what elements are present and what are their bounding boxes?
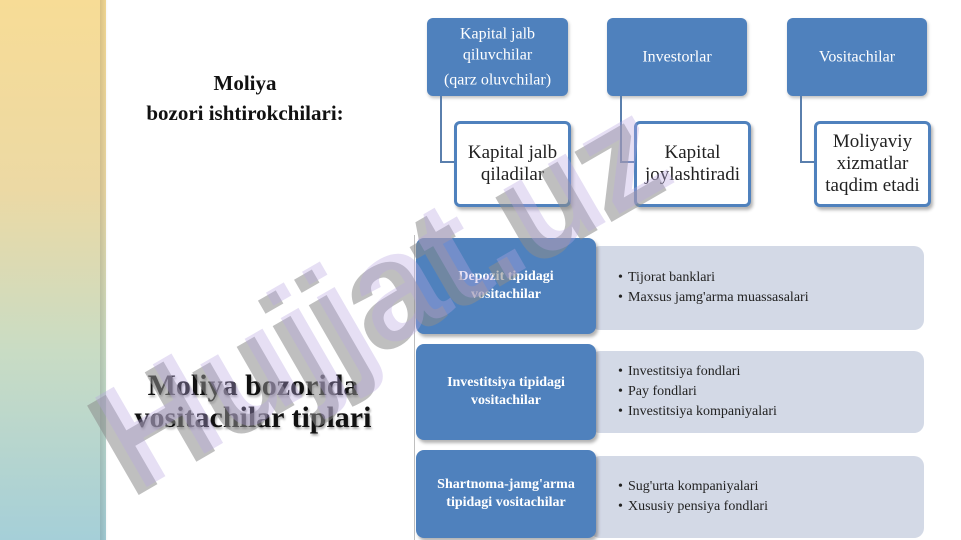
detail-intermediaries-line3: taqdim etadi: [825, 175, 920, 196]
header-borrowers: Kapital jalb qiluvchilar (qarz oluvchila…: [427, 18, 568, 96]
participants-title-line1: Moliya: [213, 71, 277, 95]
header-investors: Investorlar: [607, 18, 747, 96]
header-intermediaries: Vositachilar: [787, 18, 927, 96]
connector-intermediaries-v: [800, 96, 802, 162]
side-band-shadow: [100, 0, 108, 540]
investment-type-box: Investitsiya tipidagi vositachilar: [416, 344, 596, 440]
list-item: Xususiy pensiya fondlari: [618, 497, 768, 517]
connector-investors-h: [620, 161, 634, 163]
header-borrowers-line3: (qarz oluvchilar): [443, 71, 552, 89]
investment-type-line1: Investitsiya tipidagi: [447, 375, 565, 390]
detail-borrowers-line2: qiladilar: [480, 164, 545, 185]
contract-type-line2: tipidagi vositachilar: [446, 495, 566, 510]
detail-intermediaries-line2: xizmatlar: [836, 153, 909, 174]
contract-type-line1: Shartnoma-jamg'arma: [437, 477, 575, 492]
detail-intermediaries-line1: Moliyaviy: [832, 131, 913, 152]
deposit-type-line1: Depozit tipidagi: [458, 269, 554, 284]
detail-intermediaries: Moliyaviy xizmatlar taqdim etadi: [814, 121, 931, 207]
list-item: Investitsiya kompaniyalari: [618, 402, 777, 422]
intermediary-types-title-line1: Moliya bozorida: [147, 369, 359, 402]
list-item: Tijorat banklari: [618, 268, 809, 288]
list-item: Maxsus jamg'arma muassasalari: [618, 288, 809, 308]
intermediary-types-title: Moliya bozorida vositachilar tiplari: [108, 370, 398, 434]
detail-borrowers: Kapital jalb qiladilar: [454, 121, 571, 207]
header-borrowers-line2: qiluvchilar: [462, 46, 533, 64]
decorative-side-band: [0, 0, 106, 540]
intermediary-types-title-line2: vositachilar tiplari: [134, 401, 372, 434]
connector-investors-v: [620, 96, 622, 162]
header-intermediaries-line1: Vositachilar: [818, 48, 896, 66]
investment-type-line2: vositachilar: [471, 393, 541, 408]
list-item: Sug'urta kompaniyalari: [618, 477, 768, 497]
detail-investors-line1: Kapital: [664, 142, 721, 163]
connector-intermediaries-h: [800, 161, 814, 163]
investment-type-items-panel: Investitsiya fondlari Pay fondlari Inves…: [590, 351, 924, 433]
list-item: Pay fondlari: [618, 382, 777, 402]
connector-borrowers-v: [440, 96, 442, 162]
deposit-type-items-panel: Tijorat banklari Maxsus jamg'arma muassa…: [590, 246, 924, 330]
detail-investors: Kapital joylashtiradi: [634, 121, 751, 207]
section-divider: [414, 235, 415, 540]
header-borrowers-line1: Kapital jalb: [459, 25, 536, 43]
participants-title: Moliya bozori ishtirokchilari:: [110, 68, 380, 128]
list-item: Investitsiya fondlari: [618, 362, 777, 382]
deposit-type-line2: vositachilar: [471, 287, 541, 302]
contract-type-box: Shartnoma-jamg'arma tipidagi vositachila…: [416, 450, 596, 538]
contract-type-items-panel: Sug'urta kompaniyalari Xususiy pensiya f…: [590, 456, 924, 538]
deposit-type-box: Depozit tipidagi vositachilar: [416, 238, 596, 334]
participants-title-line2: bozori ishtirokchilari:: [146, 101, 344, 125]
detail-investors-line2: joylashtiradi: [645, 164, 740, 185]
detail-borrowers-line1: Kapital jalb: [467, 142, 558, 163]
header-investors-line1: Investorlar: [642, 48, 712, 66]
connector-borrowers-h: [440, 161, 454, 163]
